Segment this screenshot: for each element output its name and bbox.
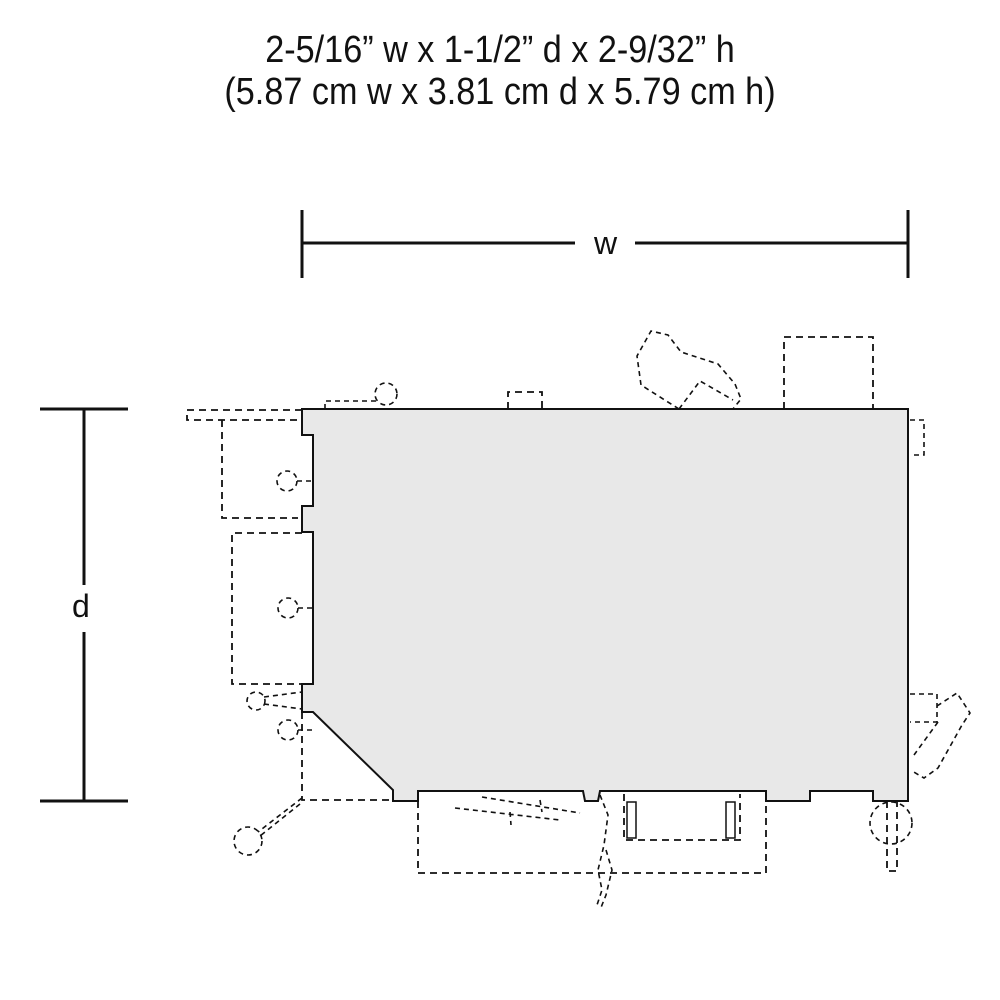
left-components bbox=[186, 409, 393, 856]
dimensions-imperial: 2-5/16” w x 1-1/2” d x 2-9/32” h bbox=[265, 29, 735, 71]
depth-dimension-line bbox=[40, 407, 128, 803]
bottom-components bbox=[417, 794, 767, 911]
width-label: w bbox=[590, 225, 622, 262]
width-dimension-line bbox=[300, 210, 910, 278]
right-components bbox=[869, 691, 971, 872]
depth-label: d bbox=[72, 588, 90, 625]
top-components bbox=[324, 330, 925, 456]
dimensions-metric: (5.87 cm w x 3.81 cm d x 5.79 cm h) bbox=[224, 71, 776, 113]
device-body bbox=[301, 408, 909, 802]
